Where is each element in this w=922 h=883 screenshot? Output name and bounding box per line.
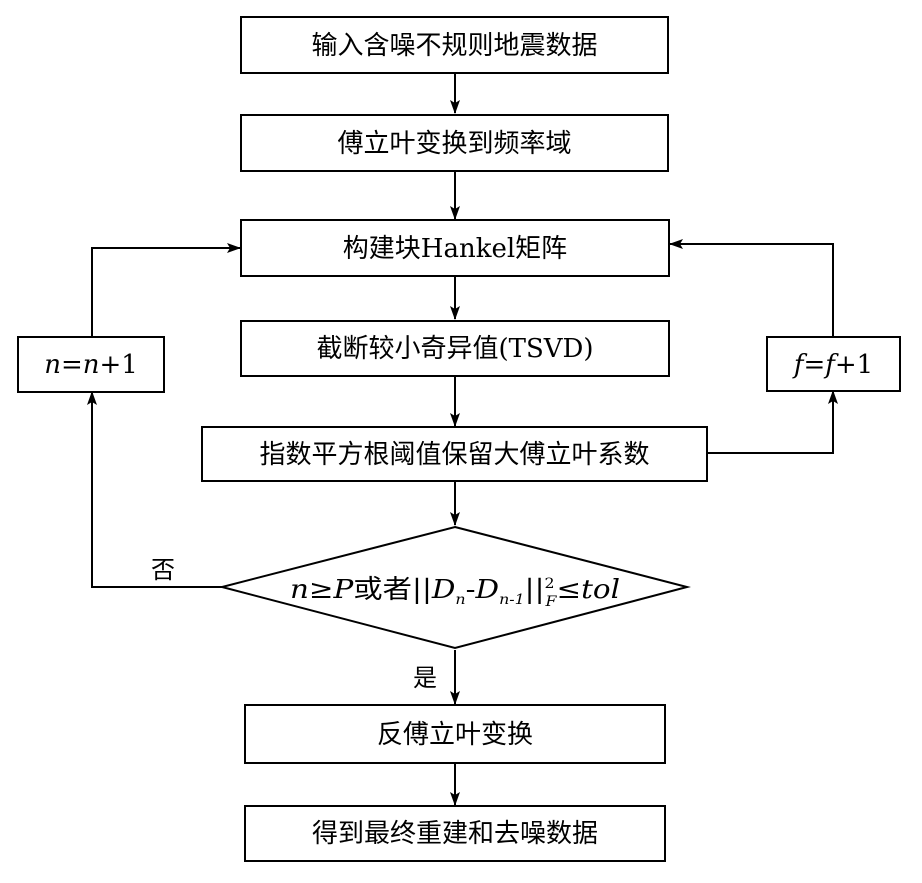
node-hankel-label: 构建块Hankel矩阵 [343,234,567,264]
cond-P: P [332,575,353,605]
node-fourier: 傅立叶变换到频率域 [240,114,669,172]
n-update-plus: +1 [99,350,137,380]
node-tsvd-label: 截断较小奇异值(TSVD) [316,334,593,364]
cond-norm-close: || [525,575,545,605]
cond-tol: tol [581,575,620,605]
f-update-eq: = [803,350,825,380]
cond-minus: - [466,575,476,605]
node-tsvd: 截断较小奇异值(TSVD) [240,320,670,377]
node-f-update-label: f=f+1 [792,350,873,380]
node-f-update: f=f+1 [766,336,901,392]
edge-label-no: 否 [151,556,175,584]
n-update-lhs: n [44,350,61,380]
cond-sub-F: F [544,594,558,610]
cond-or: 或者 [353,575,412,605]
node-threshold-label: 指数平方根阈值保留大傅立叶系数 [259,440,649,470]
cond-n: n [290,575,309,605]
arrow-decision-to-n-update [87,391,222,588]
arrow-f-update-to-hankel [669,239,834,337]
connectors [87,73,838,806]
node-n-update-label: n=n+1 [44,350,138,380]
n-update-eq: = [61,350,83,380]
node-hankel: 构建块Hankel矩阵 [240,219,670,277]
node-input: 输入含噪不规则地震数据 [240,16,669,74]
cond-D1: D [431,575,456,605]
node-output: 得到最终重建和去噪数据 [244,805,666,862]
cond-ge: ≥ [309,575,334,605]
node-input-label: 输入含噪不规则地震数据 [311,31,597,61]
arrow-threshold-to-f-update [707,390,838,454]
cond-norm-open: || [412,575,432,605]
cond-sub-n1: n-1 [499,592,525,608]
arrow-n-update-to-hankel [91,243,241,336]
f-update-plus: +1 [835,350,873,380]
node-n-update: n=n+1 [17,336,165,393]
node-inverse: 反傅立叶变换 [244,704,666,764]
cond-le: ≤ [557,575,582,605]
node-threshold: 指数平方根阈值保留大傅立叶系数 [201,426,708,482]
node-inverse-label: 反傅立叶变换 [377,720,533,750]
cond-sub-n: n [455,592,465,608]
n-update-rhs: n [83,350,100,380]
cond-sup-2: 2 [544,576,554,592]
cond-D2: D [474,575,499,605]
edge-label-yes: 是 [413,664,437,692]
node-fourier-label: 傅立叶变换到频率域 [337,129,571,159]
node-output-label: 得到最终重建和去噪数据 [312,819,598,849]
